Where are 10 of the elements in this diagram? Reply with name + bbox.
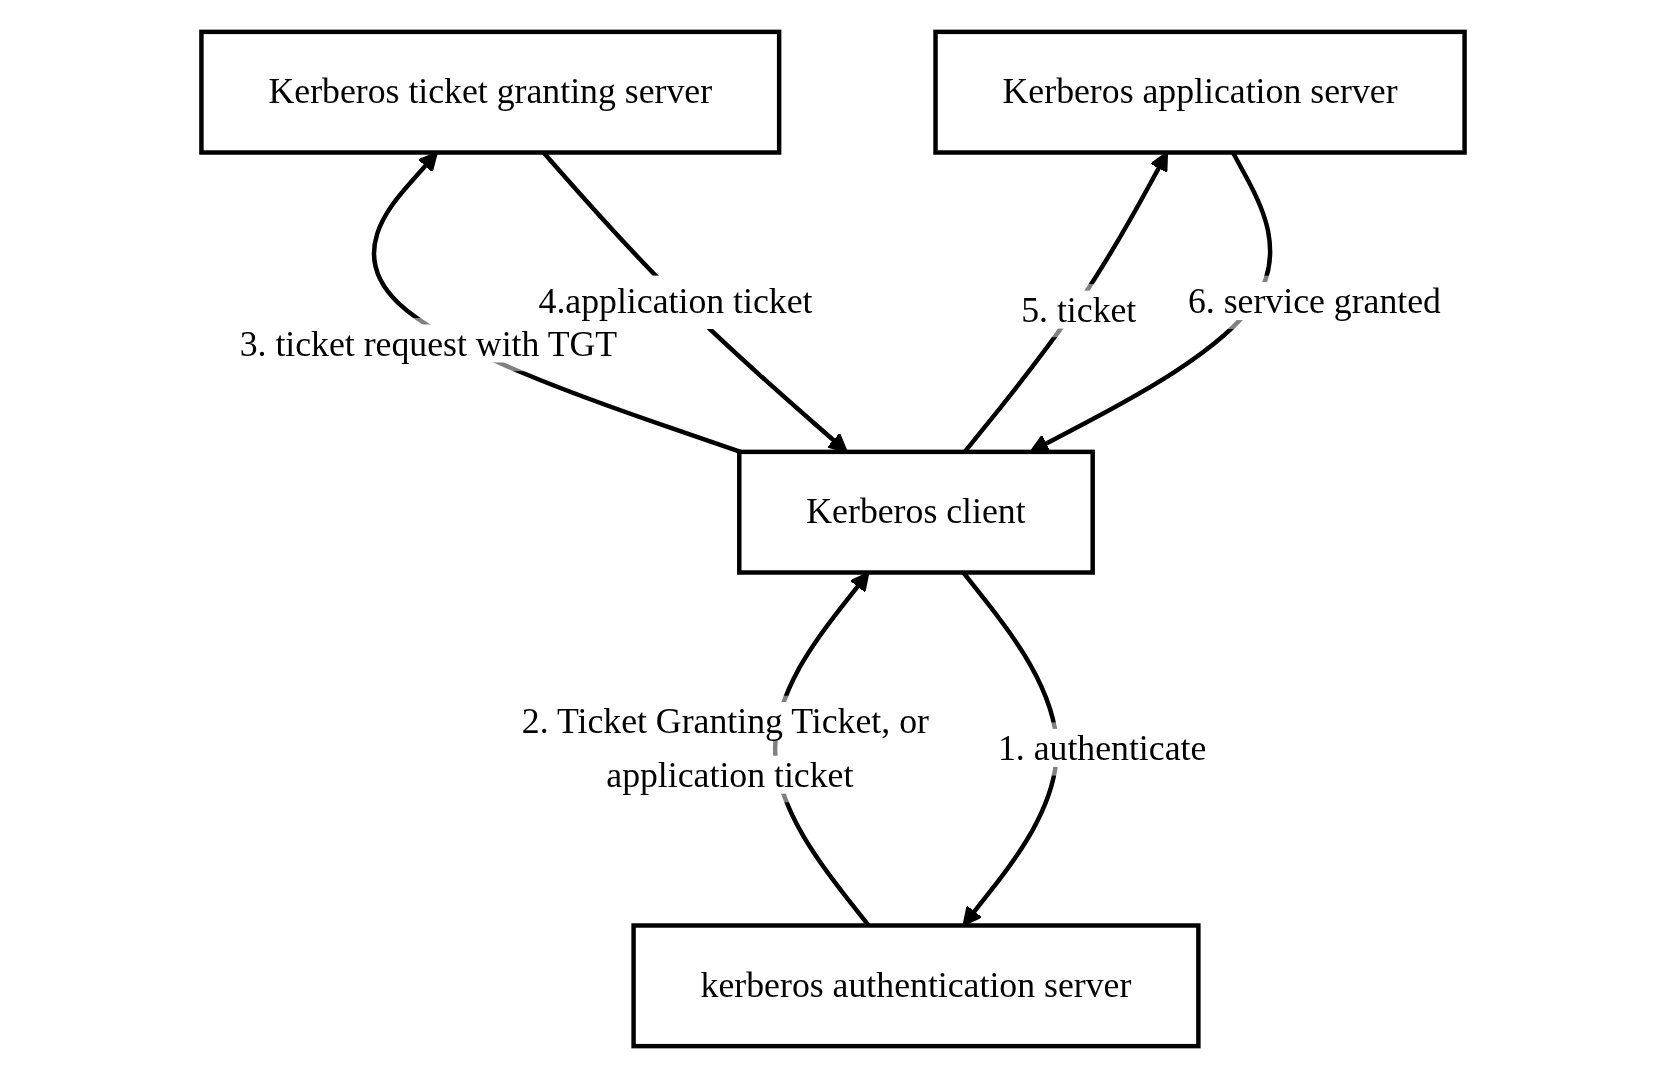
edge-label: 2. Ticket Granting Ticket, or application ticket: [521, 702, 929, 794]
node-box: Kerberos ticket granting server: [199, 29, 782, 155]
edge-label: 1. authenticate: [997, 728, 1207, 767]
edge-label: 3. ticket request with TGT: [239, 324, 618, 363]
edge-label: 4.application ticket: [538, 282, 813, 321]
edge-label: 5. ticket: [1021, 290, 1137, 329]
edge-label: 6. service granted: [1187, 282, 1441, 321]
node-box: Kerberos client: [737, 449, 1095, 575]
node-box: Kerberos application server: [933, 29, 1467, 155]
node-box: kerberos authentication server: [631, 923, 1201, 1049]
